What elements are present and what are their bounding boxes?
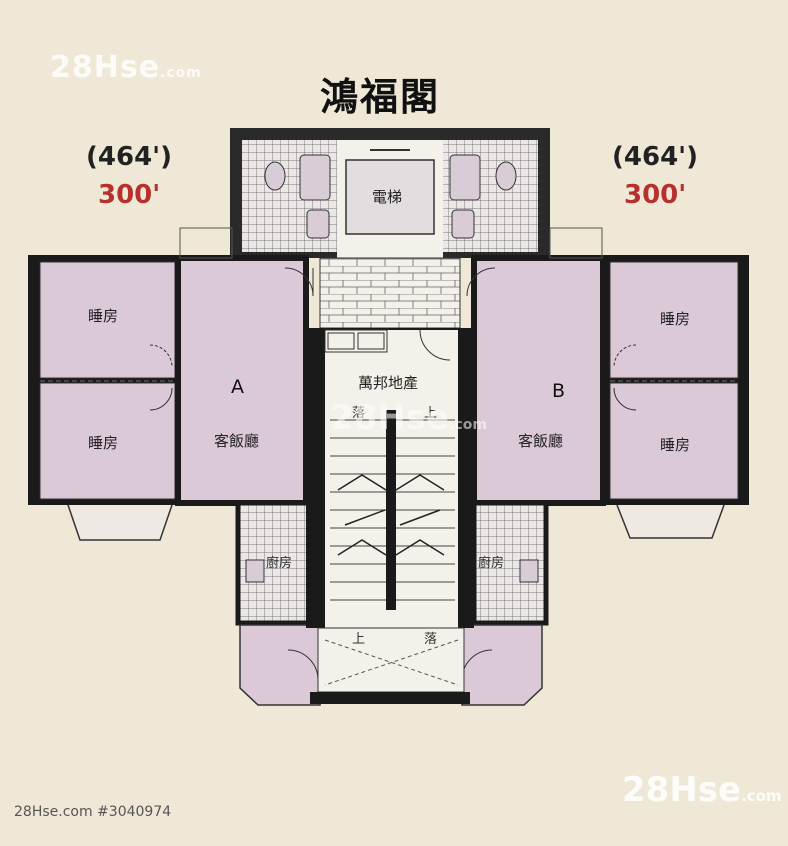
watermark-middle: 28Hse.com: [330, 398, 487, 438]
bedroom-a1-label: 睡房: [88, 307, 119, 325]
lift-label: 電梯: [372, 188, 403, 206]
listing-reference: 28Hse.com #3040974: [14, 804, 172, 820]
stair-core: [306, 328, 474, 704]
building-title: 鴻福閣: [320, 75, 441, 119]
bedroom-b1-label: 睡房: [660, 310, 691, 328]
stair-down-label-top: 落: [352, 406, 366, 421]
living-b-label: 客飯廳: [518, 432, 564, 450]
living-b: [471, 255, 606, 506]
balcony-a: [239, 624, 321, 706]
stair-down-label-bottom: 落: [424, 632, 438, 647]
bedroom-b1: [609, 261, 739, 379]
stair-up-label-bottom: 上: [352, 632, 366, 647]
watermark-bottom: 28Hse.com: [622, 770, 782, 810]
lift-car: [345, 159, 435, 235]
bedroom-a2-label: 睡房: [88, 434, 119, 452]
stair-up-label-top: 上: [424, 406, 438, 421]
balcony-b: [461, 624, 543, 706]
bedroom-b2: [609, 382, 739, 500]
living-a-label: 客飯廳: [214, 432, 260, 450]
unit-a: [28, 227, 321, 706]
unit-right-net-area: 300': [624, 180, 687, 210]
unit-b: [461, 227, 749, 706]
unit-b-label: B: [552, 380, 566, 402]
top-core: [230, 128, 550, 258]
watermark-top: 28Hse.com: [50, 50, 202, 85]
kitchen-b-label: 廚房: [478, 556, 505, 571]
unit-a-label: A: [231, 376, 244, 398]
unit-left-net-area: 300': [98, 180, 161, 210]
bay-window-a: [67, 504, 173, 541]
unit-right-gross-area: (464'): [612, 142, 698, 172]
lobby: [319, 257, 461, 329]
bedroom-b2-label: 睡房: [660, 436, 691, 454]
bedroom-a1: [39, 261, 176, 379]
unit-left-gross-area: (464'): [86, 142, 172, 172]
bay-window-b: [616, 504, 725, 539]
kitchen-a-label: 廚房: [266, 556, 293, 571]
agency-label: 萬邦地產: [358, 374, 419, 392]
